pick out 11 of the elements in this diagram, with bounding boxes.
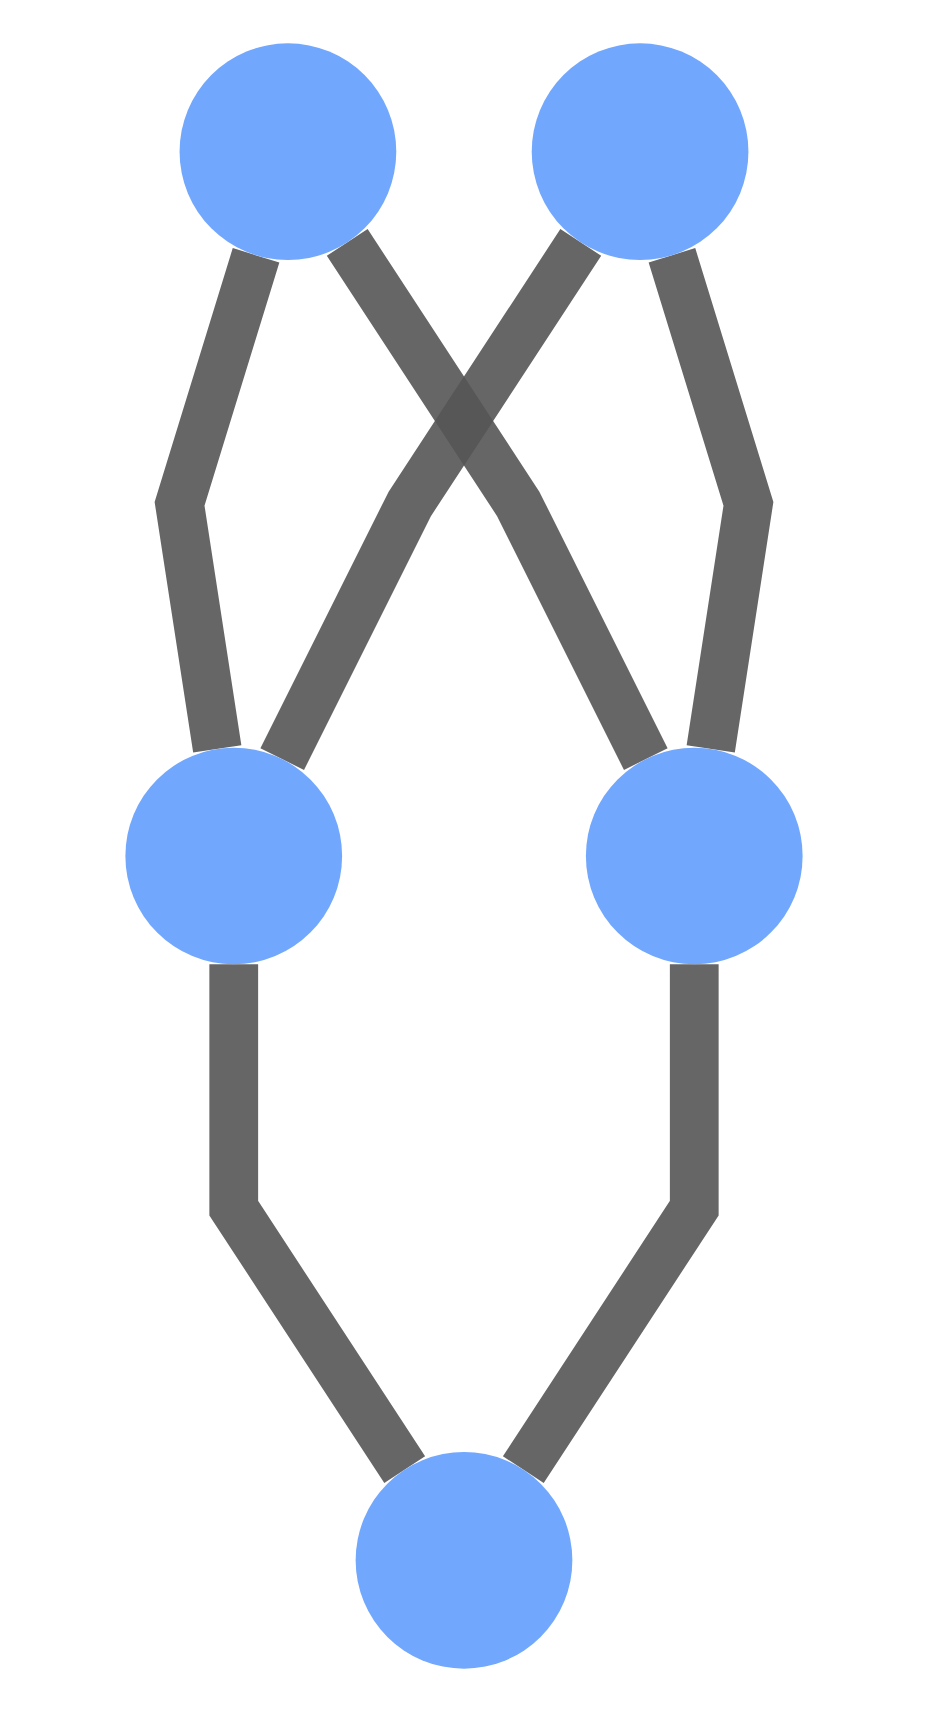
connector xyxy=(209,964,426,1483)
node-circle xyxy=(355,1451,573,1669)
node-circle xyxy=(585,747,803,965)
node-circle xyxy=(179,43,397,261)
node-circle xyxy=(125,747,343,965)
node-circle xyxy=(531,43,749,261)
connector xyxy=(502,964,719,1483)
connector xyxy=(260,229,602,770)
connector xyxy=(648,248,774,753)
connector xyxy=(154,248,280,753)
connector xyxy=(326,229,668,770)
